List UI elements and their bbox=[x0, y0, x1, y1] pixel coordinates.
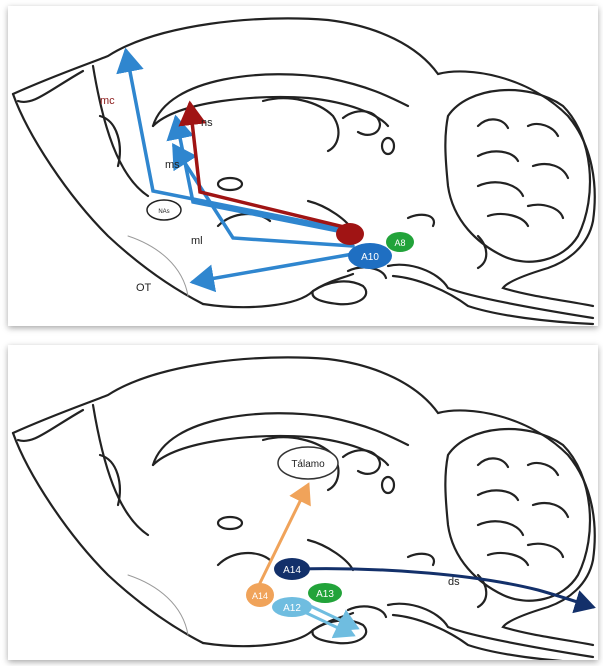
a9-node bbox=[336, 223, 364, 245]
ms-label: ms bbox=[165, 159, 180, 171]
ot-pathway-arrow bbox=[193, 254, 353, 282]
mc-label: mc bbox=[100, 95, 115, 107]
nas-label: NAs bbox=[158, 209, 169, 215]
blue-pathways bbox=[126, 51, 353, 282]
thalamus-label: Tálamo bbox=[291, 459, 325, 470]
a13-label: A13 bbox=[316, 589, 334, 600]
a12-label: A12 bbox=[283, 603, 301, 614]
brain-diagram-top: mc ns ms NAs ml OT A10 A8 bbox=[8, 6, 598, 326]
brain-outline bbox=[13, 18, 595, 324]
ot-label: OT bbox=[136, 282, 152, 294]
ds-pathway-arrow bbox=[298, 569, 593, 607]
ml-label: ml bbox=[191, 235, 203, 247]
a14-upper-label: A14 bbox=[283, 565, 301, 576]
ms-pathway-arrow bbox=[176, 118, 353, 234]
hypothalamic-pathways-panel: Tálamo A14 ds A13 A14 A12 bbox=[8, 345, 598, 660]
ds-label: ds bbox=[448, 576, 460, 588]
a14-lower-label: A14 bbox=[252, 591, 268, 601]
a8-label: A8 bbox=[394, 238, 405, 248]
a10-label: A10 bbox=[361, 252, 379, 263]
ml-pathway-arrow bbox=[174, 146, 353, 246]
ns-label: ns bbox=[201, 117, 213, 129]
brain-diagram-bottom: Tálamo A14 ds A13 A14 A12 bbox=[8, 345, 598, 660]
mesolimbic-pathways-panel: mc ns ms NAs ml OT A10 A8 bbox=[8, 6, 598, 326]
